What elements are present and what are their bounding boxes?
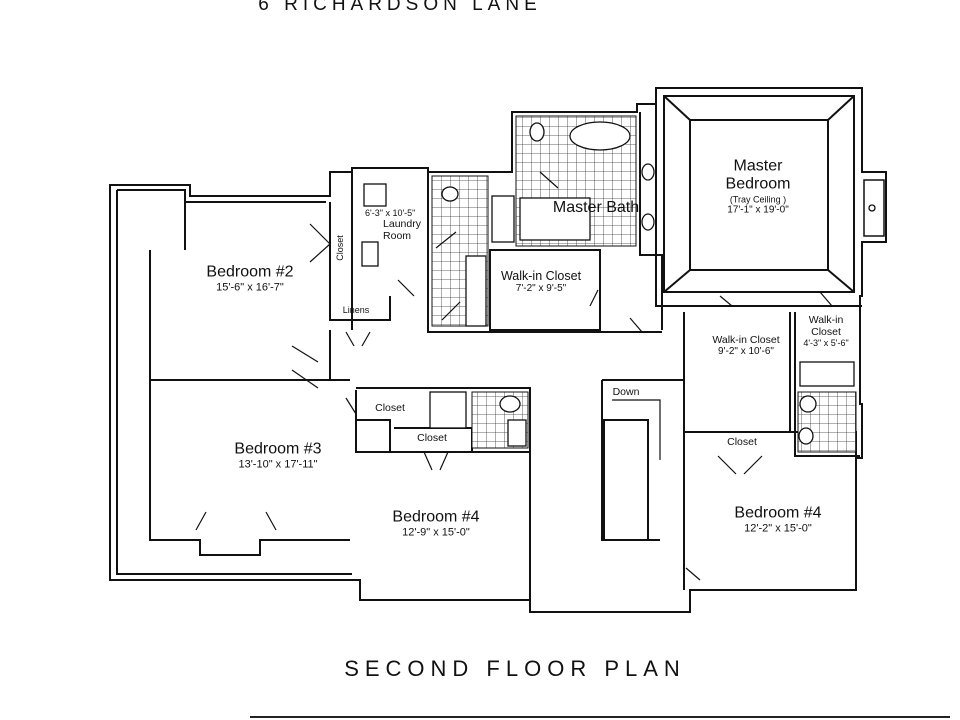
chimney-box (863, 179, 885, 237)
stair-well (603, 419, 649, 541)
master-bath-label: Master Bath (553, 199, 639, 217)
toilet (529, 122, 545, 142)
room-name: Bedroom #2 (206, 263, 294, 281)
closet-label: Closet (375, 401, 405, 414)
room-dimensions: 7'-2" x 9'-5" (515, 283, 567, 295)
tray-ceiling-inner (689, 119, 829, 271)
walkin-closet-label: Walk-in Closet 7'-2" x 9'-5" (501, 269, 581, 295)
room-name: Walk-in Closet (808, 313, 844, 338)
bathtub-oval (569, 121, 631, 151)
door-swing (397, 279, 415, 297)
room-dimensions: 9'-2" x 10'-6" (718, 346, 774, 358)
bedroom-3-label: Bedroom #3 13'-10" x 17'-11" (234, 440, 321, 471)
sink (798, 427, 814, 445)
closet-label: Closet (727, 435, 757, 448)
master-bedroom-label: Master Bedroom (Tray Ceiling ) 17'-1" x … (726, 158, 791, 217)
tray-ceiling-outer (663, 95, 855, 293)
door-swing (685, 567, 701, 581)
door-swing (291, 345, 319, 389)
wall (489, 249, 601, 331)
room-name: Walk-in Closet (712, 334, 780, 347)
wall (639, 112, 663, 330)
door-swing (435, 231, 457, 249)
flue (868, 204, 876, 212)
wall (655, 88, 862, 307)
tub (799, 361, 855, 387)
room-dimensions: 12'-2" x 15'-0" (744, 522, 812, 535)
closet-label: Closet (334, 235, 345, 261)
room-name: Bedroom #4 (392, 508, 480, 526)
room-name: Laundry Room (383, 218, 421, 243)
sink (507, 419, 527, 447)
door-swing (629, 317, 643, 333)
porch-outline (149, 250, 350, 556)
toilet (799, 395, 817, 413)
door-swing (717, 455, 763, 475)
wall (602, 379, 685, 590)
vanity (465, 255, 487, 327)
room-dimensions: 4'-3" x 5'-6" (803, 337, 849, 348)
plan-caption: SECOND FLOOR PLAN (344, 656, 686, 681)
door-swing (345, 331, 371, 347)
room-dimensions: 13'-10" x 17'-11" (238, 458, 318, 471)
laundry-room-label: 6'-3" x 10'-5" Laundry Room (365, 208, 421, 242)
toilet (441, 186, 459, 202)
door-swing (589, 289, 599, 307)
door-swing (441, 301, 461, 321)
room-dimensions: 15'-6" x 16'-7" (216, 281, 284, 294)
room-name: Walk-in Closet (500, 269, 582, 284)
stair-arrow (612, 399, 661, 460)
tray-ceiling-corner (663, 95, 855, 293)
room-note: (Tray Ceiling ) (729, 194, 787, 205)
room-dimensions: 12'-9" x 15'-0" (402, 526, 470, 539)
closet-label: Closet (417, 431, 447, 444)
room-name: Bedroom #4 (734, 504, 822, 522)
tub (491, 195, 515, 243)
page-title: 6 RICHARDSON LANE (258, 0, 542, 15)
exterior-wall (109, 87, 887, 613)
walkin-closet-small-label: Walk-in Closet 4'-3" x 5'-6" (803, 314, 848, 348)
sink (641, 213, 655, 231)
room-dimensions: 17'-1" x 19'-0" (727, 204, 789, 216)
shower (519, 197, 591, 241)
wall (683, 312, 791, 433)
walkin-closet-label: Walk-in Closet 9'-2" x 10'-6" (712, 334, 779, 358)
shower (429, 391, 467, 429)
wall (601, 380, 660, 541)
wall (794, 312, 860, 457)
bedroom-2-label: Bedroom #2 15'-6" x 16'-7" (206, 263, 293, 294)
room-name: Bedroom #3 (234, 440, 322, 458)
room-name: Master Bath (552, 198, 640, 216)
room-dimensions: 6'-3" x 10'-5" (365, 207, 416, 218)
exterior-wall (117, 189, 326, 203)
door-swing (423, 451, 449, 471)
dryer (361, 241, 379, 267)
bedroom-4-right-label: Bedroom #4 12'-2" x 15'-0" (734, 504, 821, 535)
toilet (499, 395, 521, 413)
room-name: Master Bedroom (725, 157, 791, 194)
wall (356, 387, 531, 452)
sink (641, 163, 655, 181)
wall (356, 419, 391, 452)
door-swing (539, 171, 559, 189)
door-swing (819, 291, 833, 307)
stair-down-label: Down (612, 385, 640, 398)
door-swing (719, 295, 733, 307)
exterior-wall (116, 190, 352, 575)
bottom-rule (250, 716, 950, 718)
bedroom-4-left-label: Bedroom #4 12'-9" x 15'-0" (392, 508, 479, 539)
washer (363, 183, 387, 207)
door-swing (345, 397, 357, 415)
wall (329, 202, 391, 321)
linens-label: Linens (342, 304, 370, 315)
door-swing (195, 511, 277, 531)
door-swing (309, 223, 331, 263)
